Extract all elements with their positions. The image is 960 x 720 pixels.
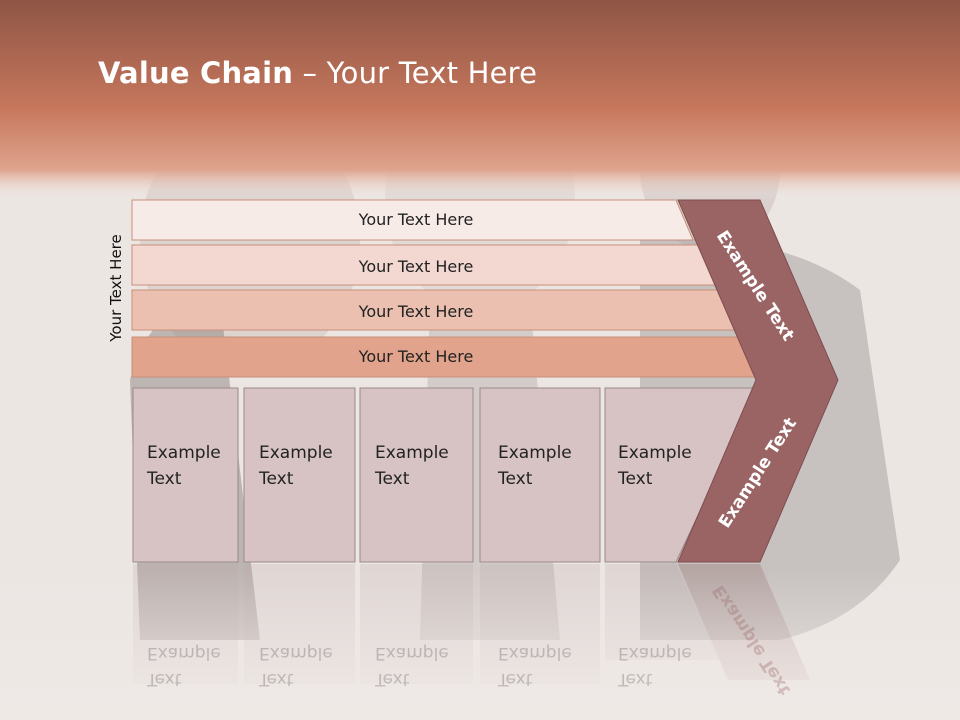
row-label-2: Your Text Here	[358, 256, 474, 276]
box-reflection-4: Text Example	[498, 640, 598, 692]
box-reflection-4-line1: Example	[498, 643, 572, 663]
box-label-4-line1: Example	[498, 443, 572, 463]
box-label-1-line1: Example	[147, 443, 221, 463]
title-bold: Value Chain	[98, 56, 294, 90]
row-shape-1	[131, 199, 694, 241]
column-box-5	[604, 387, 759, 563]
box-label-1-line2: Text	[147, 469, 182, 489]
box-reflection-4-line2: Text	[498, 669, 533, 689]
row-label-3: Your Text Here	[358, 301, 474, 321]
column-box-1	[132, 387, 239, 563]
box-reflection-1-line1: Example	[147, 643, 221, 663]
row-label-4: Your Text Here	[358, 346, 474, 366]
box-label-5-line2: Text	[618, 469, 653, 489]
box-label-3-line1: Example	[375, 443, 449, 463]
row-label-1: Your Text Here	[358, 209, 474, 229]
box-reflection-2: Text Example	[259, 640, 359, 692]
side-label: Your Text Here	[107, 234, 125, 342]
box-label-4-line2: Text	[498, 469, 533, 489]
box-label-5-line1: Example	[618, 443, 692, 463]
box-reflection-5: Text Example	[618, 640, 718, 692]
box-reflection-3-line2: Text	[375, 669, 410, 689]
box-label-3-line2: Text	[375, 469, 410, 489]
box-reflection-1-line2: Text	[147, 669, 182, 689]
box-reflection-3-line1: Example	[375, 643, 449, 663]
column-box-4	[479, 387, 601, 563]
box-label-2-line1: Example	[259, 443, 333, 463]
box-reflection-2-line1: Example	[259, 643, 333, 663]
box-label-2-line2: Text	[259, 469, 294, 489]
box-reflection-2-line2: Text	[259, 669, 294, 689]
box-reflection-3: Text Example	[375, 640, 475, 692]
column-box-2	[243, 387, 356, 563]
box-reflection-5-line2: Text	[618, 669, 653, 689]
chevron-arrow	[677, 199, 839, 563]
title-rest: – Your Text Here	[293, 56, 538, 90]
box-reflection-1: Text Example	[147, 640, 247, 692]
column-box-3	[359, 387, 474, 563]
page-title: Value Chain – Your Text Here	[98, 56, 537, 90]
header-band	[0, 0, 960, 200]
box-reflection-5-line1: Example	[618, 643, 692, 663]
